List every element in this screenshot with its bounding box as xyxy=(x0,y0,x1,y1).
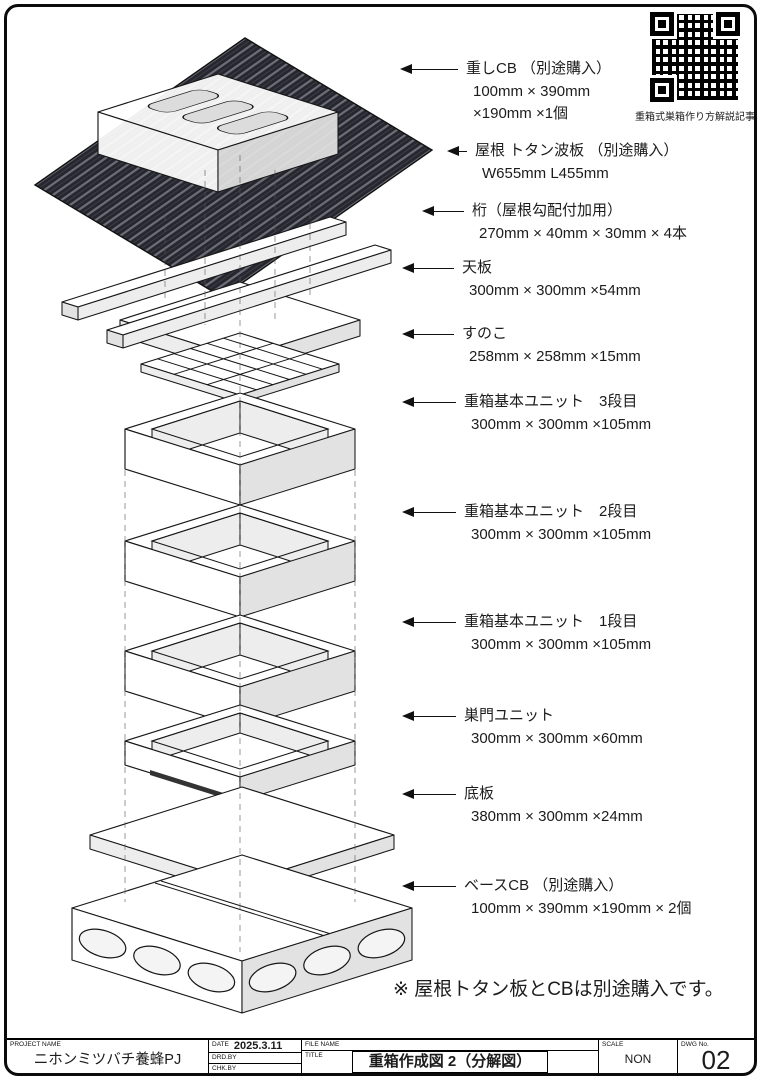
qr-finder-icon xyxy=(650,12,674,36)
part-label-entrance: 巣門ユニット 300mm × 300mm ×60mm xyxy=(402,705,643,750)
guide-lines xyxy=(124,155,356,952)
scale-value: NON xyxy=(624,1052,652,1067)
part-label-dim: 270mm × 40mm × 30mm × 4本 xyxy=(479,224,687,242)
part-label-title: 巣門ユニット xyxy=(464,707,555,724)
file-name-row: FILE NAME xyxy=(302,1040,598,1051)
date-row: DATE 2025.3.11 xyxy=(209,1040,301,1054)
leader-arrow-icon xyxy=(400,63,458,77)
drd-by-row: DRD.BY xyxy=(209,1053,301,1064)
leader-arrow-icon xyxy=(402,262,454,276)
part-label-dim: 300mm × 300mm ×105mm xyxy=(471,415,652,433)
leader-arrow-icon xyxy=(402,328,454,342)
purchase-note: ※ 屋根トタン板とCBは別途購入です。 xyxy=(393,979,724,1000)
part-label-box-3: 重箱基本ユニット 3段目 300mm × 300mm ×105mm xyxy=(402,391,652,436)
part-label-box-1: 重箱基本ユニット 1段目 300mm × 300mm ×105mm xyxy=(402,611,652,656)
box-unit-3-drawing xyxy=(124,392,356,506)
drawing-title: 重箱作成図 2（分解図） xyxy=(351,1051,549,1073)
title-block-meta-cell: DATE 2025.3.11 DRD.BY CHK.BY xyxy=(209,1040,302,1073)
part-label-base-cb: ベースCB （別途購入） 100mm × 390mm ×190mm × 2個 xyxy=(402,875,692,920)
qr-finder-icon xyxy=(650,78,674,102)
leader-arrow-icon xyxy=(447,145,467,159)
part-label-dim: 300mm × 300mm ×105mm xyxy=(471,635,652,653)
part-label-bottom-board: 底板 380mm × 300mm ×24mm xyxy=(402,783,643,828)
part-label-dim: 300mm × 300mm ×54mm xyxy=(469,281,641,299)
part-label-title: 重しCB （別途購入） xyxy=(466,60,612,77)
part-label-sunoko: すのこ 258mm × 258mm ×15mm xyxy=(402,323,641,368)
box-unit-2-drawing xyxy=(124,504,356,618)
date-value: 2025.3.11 xyxy=(233,1040,283,1052)
title-block-title-cell: FILE NAME TITLE 重箱作成図 2（分解図） xyxy=(302,1040,599,1073)
part-label-roof: 屋根 トタン波板 （別途購入） W655mm L455mm xyxy=(447,140,679,185)
part-label-title: 桁（屋根勾配付加用） xyxy=(472,202,623,219)
part-label-title: 屋根 トタン波板 （別途購入） xyxy=(475,142,679,159)
part-label-title: すのこ xyxy=(462,325,508,342)
part-label-title: 重箱基本ユニット 2段目 xyxy=(464,503,638,520)
title-block-scale-cell: SCALE NON xyxy=(599,1040,678,1073)
part-label-girder: 桁（屋根勾配付加用） 270mm × 40mm × 30mm × 4本 xyxy=(422,200,687,245)
leader-arrow-icon xyxy=(422,205,464,219)
title-block-project-cell: PROJECT NAME ニホンミツバチ養蜂PJ xyxy=(7,1040,209,1073)
part-label-dim: 100mm × 390mm xyxy=(473,82,591,100)
project-name: ニホンミツバチ養蜂PJ xyxy=(33,1052,182,1069)
leader-arrow-icon xyxy=(402,396,456,410)
part-label-box-2: 重箱基本ユニット 2段目 300mm × 300mm ×105mm xyxy=(402,501,652,546)
weight-cb-drawing xyxy=(97,73,339,193)
dwg-no-value: 02 xyxy=(701,1045,731,1076)
part-label-title: 重箱基本ユニット 3段目 xyxy=(464,393,638,410)
part-label-dim: ×190mm ×1個 xyxy=(473,105,569,122)
leader-arrow-icon xyxy=(402,506,456,520)
leader-arrow-icon xyxy=(402,616,456,630)
dwg-no-label: DWG No. xyxy=(681,1041,709,1048)
drawing-title-row: TITLE 重箱作成図 2（分解図） xyxy=(302,1051,598,1073)
leader-arrow-icon xyxy=(402,788,456,802)
leader-arrow-icon xyxy=(402,710,456,724)
drd-by-label: DRD.BY xyxy=(212,1054,237,1062)
part-label-dim: 300mm × 300mm ×105mm xyxy=(471,525,652,543)
part-label-title: 天板 xyxy=(462,259,493,276)
part-label-title: ベースCB （別途購入） xyxy=(464,877,624,894)
title-block-dwg-cell: DWG No. 02 xyxy=(678,1040,754,1073)
qr-finder-icon xyxy=(716,12,740,36)
chk-by-row: CHK.BY xyxy=(209,1064,301,1073)
title-block: PROJECT NAME ニホンミツバチ養蜂PJ DATE 2025.3.11 … xyxy=(7,1038,754,1073)
part-label-dim: 380mm × 300mm ×24mm xyxy=(471,807,643,825)
qr-caption: 重箱式巣箱作り方解説記事 xyxy=(635,112,755,123)
part-label-weight-cb: 重しCB （別途購入） 100mm × 390mm ×190mm ×1個 xyxy=(400,58,612,126)
part-label-top-board: 天板 300mm × 300mm ×54mm xyxy=(402,257,641,302)
title-label: TITLE xyxy=(305,1052,323,1059)
part-label-dim: 100mm × 390mm ×190mm × 2個 xyxy=(471,899,692,917)
part-label-title: 底板 xyxy=(464,785,495,802)
chk-by-label: CHK.BY xyxy=(212,1064,237,1072)
base-cb-drawing xyxy=(71,854,413,1014)
qr-code xyxy=(650,12,740,102)
scale-label: SCALE xyxy=(602,1041,624,1048)
leader-arrow-icon xyxy=(402,880,456,894)
part-label-dim: 258mm × 258mm ×15mm xyxy=(469,347,641,365)
project-name-label: PROJECT NAME xyxy=(10,1041,61,1048)
part-label-title: 重箱基本ユニット 1段目 xyxy=(464,613,638,630)
part-label-dim: 300mm × 300mm ×60mm xyxy=(471,729,643,747)
part-label-dim: W655mm L455mm xyxy=(482,164,609,182)
date-label: DATE xyxy=(212,1041,229,1048)
file-name-label: FILE NAME xyxy=(305,1041,340,1048)
